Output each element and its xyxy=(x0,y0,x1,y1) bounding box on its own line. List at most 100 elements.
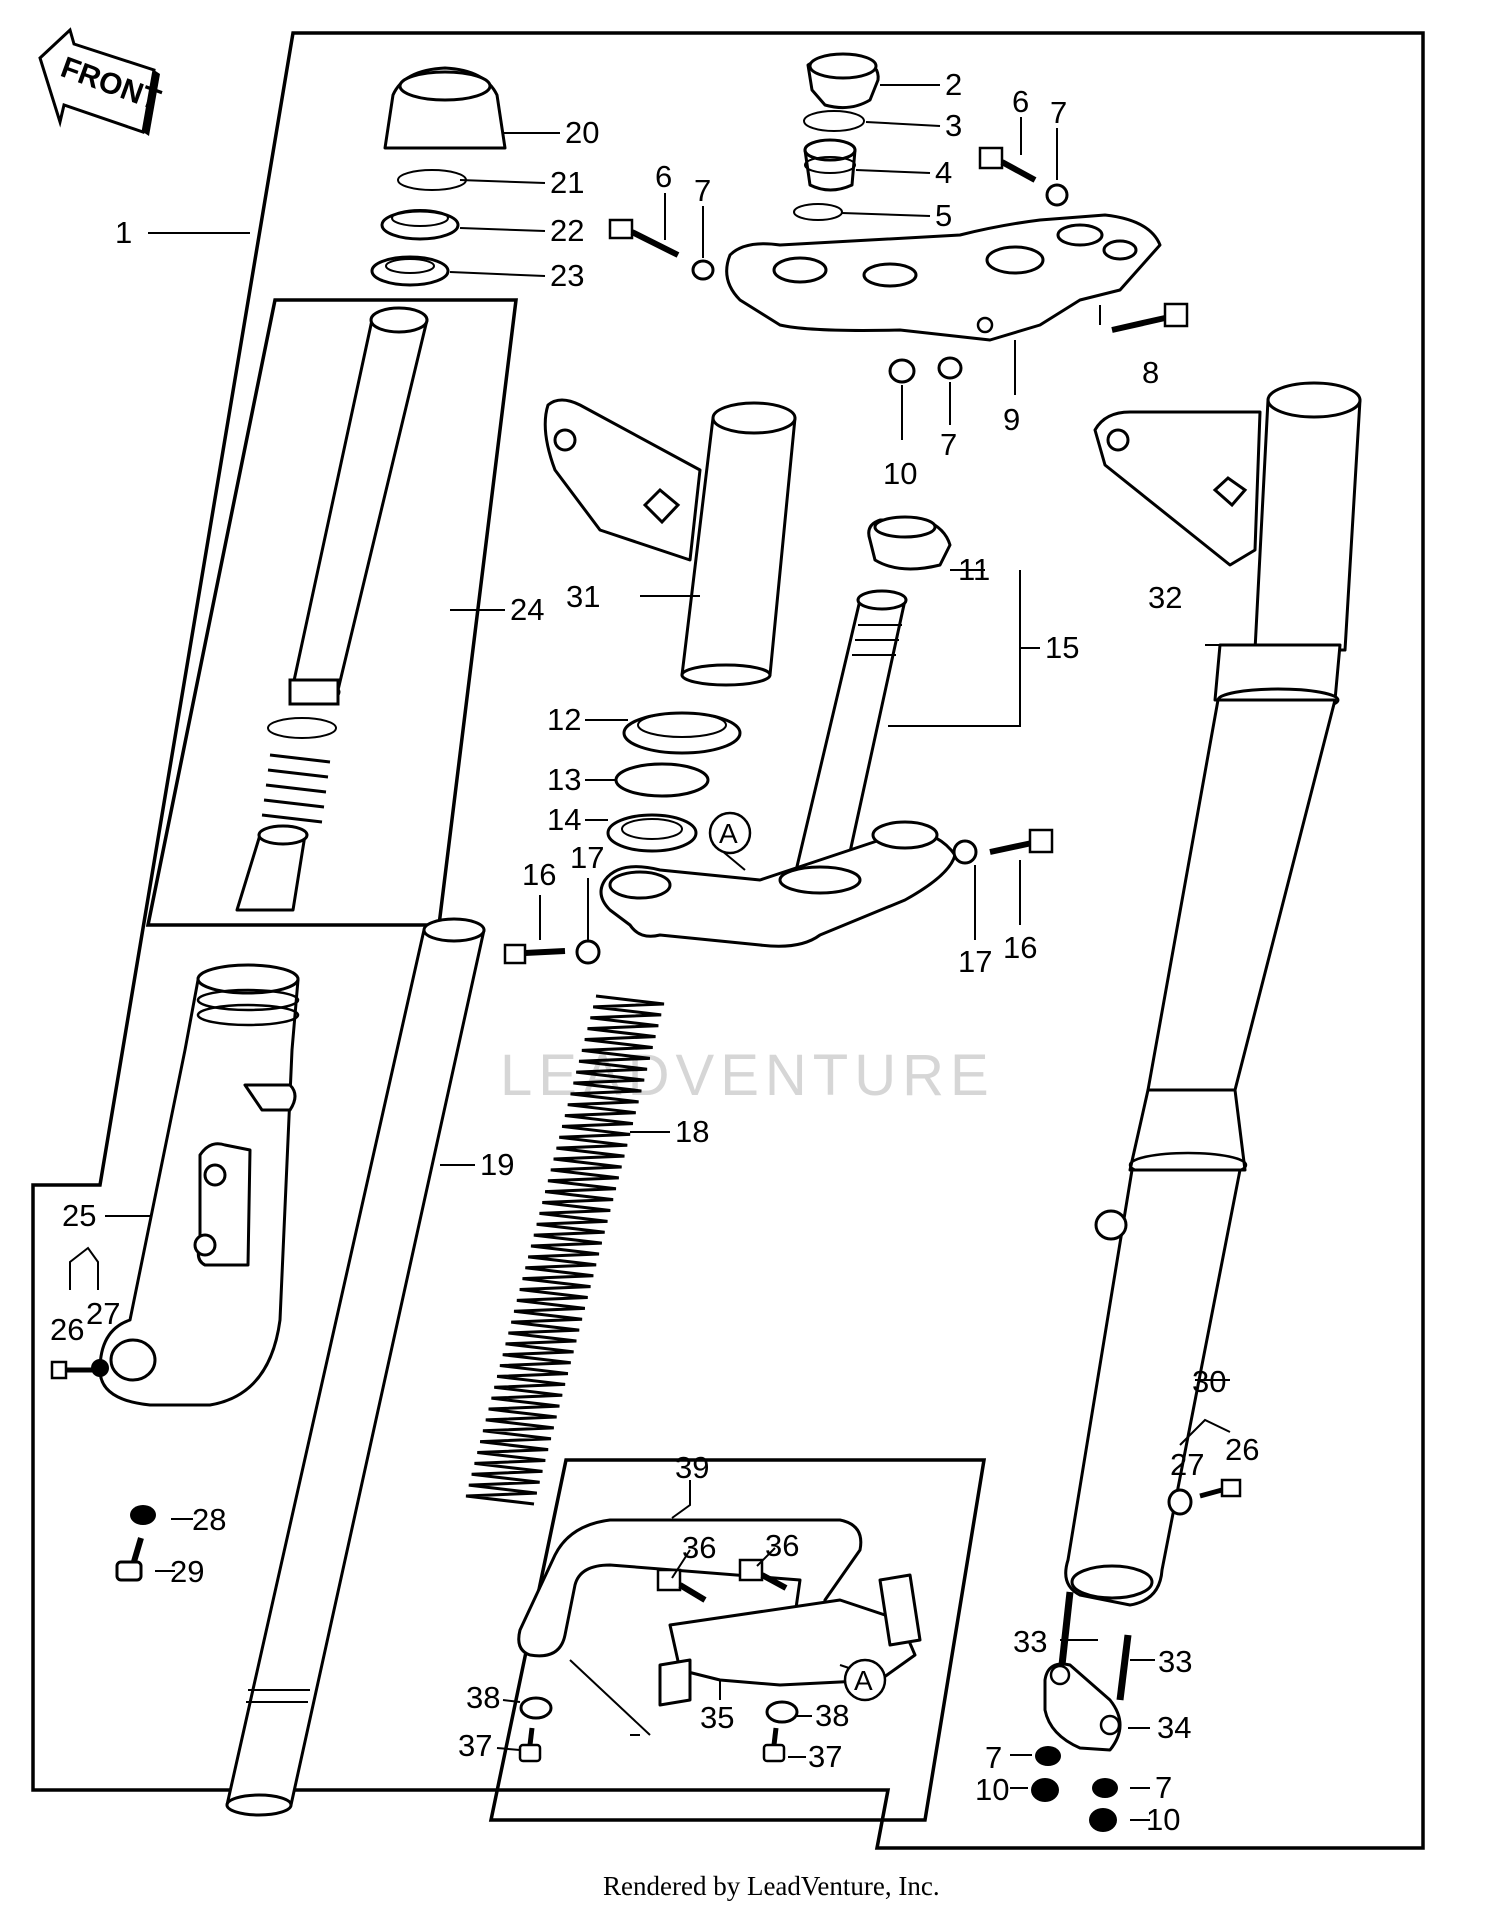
part-38-collar-right xyxy=(765,1700,799,1724)
part-27-washer-left xyxy=(91,1359,109,1377)
callout-12: 12 xyxy=(547,702,581,737)
callout-2: 2 xyxy=(945,67,962,102)
part-16-bolt-right xyxy=(989,828,1054,855)
callout-26-left: 26 xyxy=(50,1312,84,1347)
part-2-cap xyxy=(806,52,880,110)
callout-1: 1 xyxy=(115,215,132,250)
part-17-washer-left xyxy=(575,939,601,965)
callout-27-left: 27 xyxy=(86,1296,120,1331)
callout-14: 14 xyxy=(547,802,581,837)
callout-11: 11 xyxy=(958,552,990,587)
part-7-washer-right xyxy=(1045,183,1069,207)
callout-35: 35 xyxy=(700,1700,734,1735)
callout-29: 29 xyxy=(170,1554,204,1589)
part-9-upper-bracket xyxy=(725,213,1162,342)
callout-26-right: 26 xyxy=(1225,1432,1259,1467)
callout-39: 39 xyxy=(675,1450,709,1485)
part-24-inner-tube xyxy=(288,306,429,706)
reference-marker-a-1: A xyxy=(708,811,752,855)
reference-marker-a-2-text: A xyxy=(854,1665,873,1696)
callout-30: 30 xyxy=(1192,1364,1226,1399)
callout-37-left: 37 xyxy=(458,1728,492,1763)
callout-17-right: 17 xyxy=(958,944,992,979)
part-21-ring xyxy=(397,169,467,191)
callout-21: 21 xyxy=(550,165,584,200)
footer-credit: Rendered by LeadVenture, Inc. xyxy=(603,1871,940,1901)
watermark: LEADVENTURE xyxy=(500,1043,995,1108)
callout-7-bottom-right: 7 xyxy=(1155,1770,1172,1805)
part-11-dust-seal xyxy=(867,515,952,571)
part-17-washer-right xyxy=(952,839,978,865)
front-direction-arrow: FRONT xyxy=(38,27,165,136)
part-7-washer-bottom-right xyxy=(1092,1778,1118,1798)
callout-10: 10 xyxy=(883,456,917,491)
callout-4: 4 xyxy=(935,155,952,190)
part-5-o-ring xyxy=(793,203,843,221)
callout-32: 32 xyxy=(1148,580,1182,615)
callout-6-right: 6 xyxy=(1012,84,1029,119)
part-20-dust-cover xyxy=(383,66,507,150)
part-27-washer-right xyxy=(1167,1488,1193,1516)
callout-24: 24 xyxy=(510,592,544,627)
leader-lines xyxy=(69,84,1240,1821)
part-13-bearing-race xyxy=(614,762,710,798)
part-31-headlight-bracket-left xyxy=(543,398,797,687)
part-6-bolt-right xyxy=(978,146,1037,183)
callout-38-right: 38 xyxy=(815,1698,849,1733)
part-4-plug xyxy=(803,138,857,192)
part-10-nut-bottom-left xyxy=(1031,1778,1059,1802)
part-34-axle-cap xyxy=(1043,1662,1122,1752)
fender-bracket-subassembly-box xyxy=(488,1458,987,1822)
part-37-screw-left xyxy=(518,1727,542,1763)
callout-23: 23 xyxy=(550,258,584,293)
callout-labels: 1 2 3 4 5 6 6 7 7 7 7 7 8 9 10 10 10 11 … xyxy=(50,67,1259,1837)
callout-10-bottom-right: 10 xyxy=(1146,1802,1180,1837)
circlip xyxy=(267,717,337,739)
callout-37-right: 37 xyxy=(808,1739,842,1774)
callout-28: 28 xyxy=(192,1502,226,1537)
callout-38-left: 38 xyxy=(466,1680,500,1715)
callout-22: 22 xyxy=(550,213,584,248)
damper-piece xyxy=(235,824,309,912)
part-6-bolt-left xyxy=(608,218,680,258)
callout-7-center: 7 xyxy=(940,427,957,462)
part-10-nut xyxy=(888,358,916,384)
callout-34: 34 xyxy=(1157,1710,1191,1745)
callout-8: 8 xyxy=(1142,355,1159,390)
callout-10-bottom-left: 10 xyxy=(975,1772,1009,1807)
callout-7-right: 7 xyxy=(1050,95,1067,130)
callout-6-left: 6 xyxy=(655,159,672,194)
callout-20: 20 xyxy=(565,115,599,150)
part-36-bolt-right xyxy=(738,1558,788,1591)
callout-3: 3 xyxy=(945,108,962,143)
part-7-washer-left xyxy=(691,259,715,281)
small-spring xyxy=(261,753,331,824)
callout-16-left: 16 xyxy=(522,857,556,892)
callout-9: 9 xyxy=(1003,402,1020,437)
part-10-nut-bottom-right xyxy=(1089,1808,1117,1832)
reference-marker-a-2: A xyxy=(843,1658,887,1702)
part-16-bolt-left xyxy=(503,943,566,965)
callout-27-right: 27 xyxy=(1170,1447,1204,1482)
callout-19: 19 xyxy=(480,1147,514,1182)
callout-18: 18 xyxy=(675,1114,709,1149)
part-33-stud-left xyxy=(1058,1591,1074,1666)
callout-25: 25 xyxy=(62,1198,96,1233)
callout-33-left: 33 xyxy=(1013,1624,1047,1659)
part-7-washer-bottom-left xyxy=(1035,1746,1061,1766)
part-32-headlight-bracket-right xyxy=(1093,381,1362,713)
part-8-bolt xyxy=(1111,302,1189,333)
callout-17-left: 17 xyxy=(570,840,604,875)
part-29-bolt xyxy=(115,1537,144,1582)
callout-13: 13 xyxy=(547,762,581,797)
part-7-washer-center xyxy=(937,356,963,380)
callout-36-right: 36 xyxy=(765,1528,799,1563)
part-28-washer xyxy=(130,1505,156,1525)
part-15-steering-stem xyxy=(599,589,957,948)
assembly-outline xyxy=(31,31,1425,1850)
part-14-seal xyxy=(606,813,698,853)
part-19-fork-tube xyxy=(225,917,486,1817)
part-26-bolt-right xyxy=(1199,1478,1242,1499)
reference-marker-a-1-text: A xyxy=(719,818,738,849)
part-30-right-outer-tube xyxy=(1064,698,1337,1607)
